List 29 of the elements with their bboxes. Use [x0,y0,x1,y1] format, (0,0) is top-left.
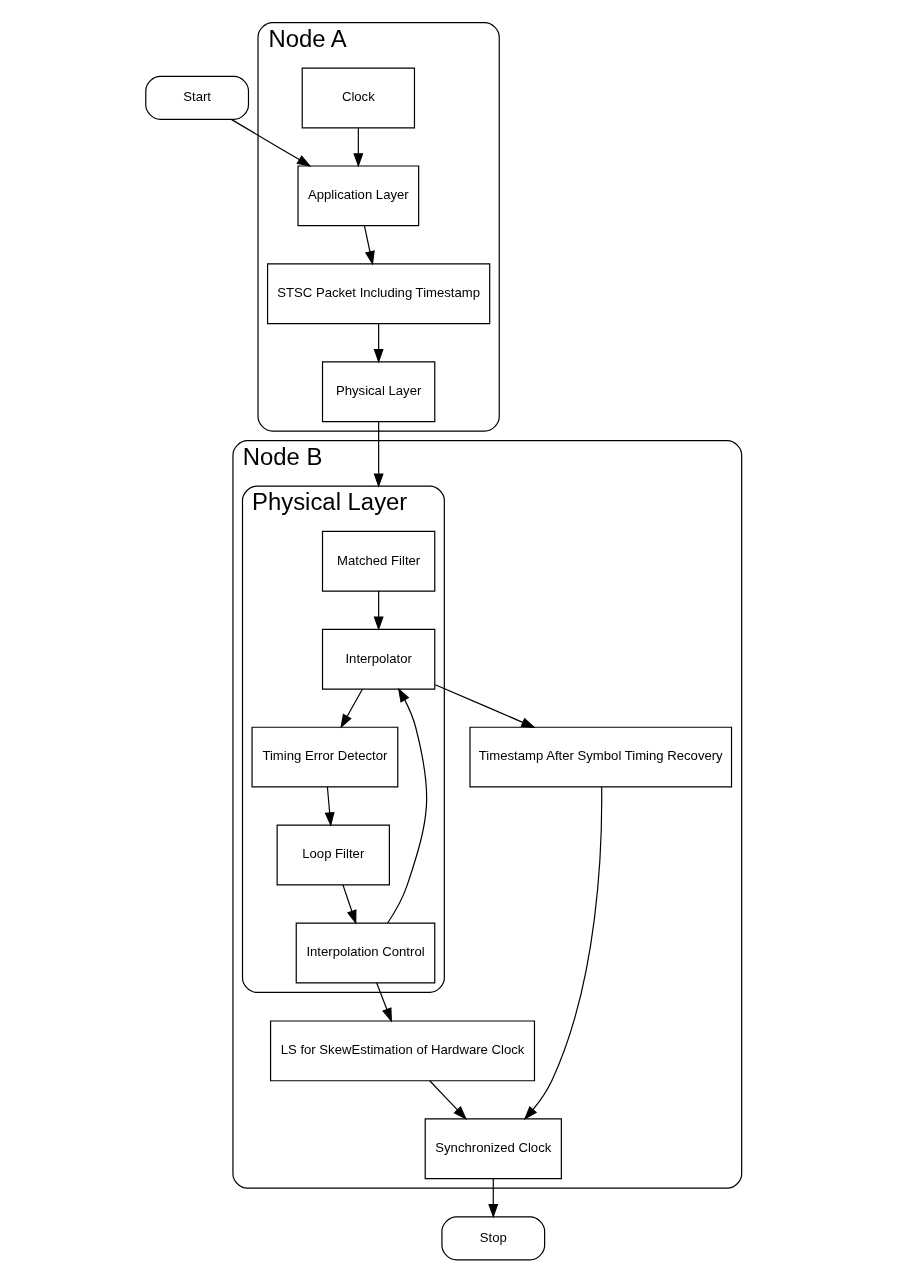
arrow [363,225,375,266]
node-box: Loop Filter [276,824,390,886]
arrow [488,1178,499,1219]
arrow [231,119,312,167]
node-box: Application Layer [297,165,420,227]
arrow [429,1080,467,1120]
node-box: Interpolation Control [295,922,436,984]
arrow [340,688,364,729]
node-box: Timing Error Detector [251,726,399,788]
node-box: LS for SkewEstimation of Hardware Clock [269,1020,536,1082]
node-box: Start [145,75,250,120]
arrow [353,127,364,168]
arrow [342,884,357,925]
arrow [373,590,384,631]
node-box: Timestamp After Symbol Timing Recovery [469,726,733,788]
arrow [523,786,603,1120]
arrow [376,982,392,1023]
arrow [387,687,428,924]
node-box: Synchronized Clock [424,1118,562,1180]
node-box: Clock [301,67,416,129]
arrow [373,323,384,364]
node-box: Physical Layer [321,361,436,423]
node-box: Interpolator [321,628,436,690]
node-box: STSC Packet Including Timestamp [267,263,491,325]
node-box: Stop [441,1216,546,1261]
arrow [373,421,384,488]
arrow [434,684,536,728]
arrow [324,786,335,827]
node-box: Matched Filter [321,530,436,592]
